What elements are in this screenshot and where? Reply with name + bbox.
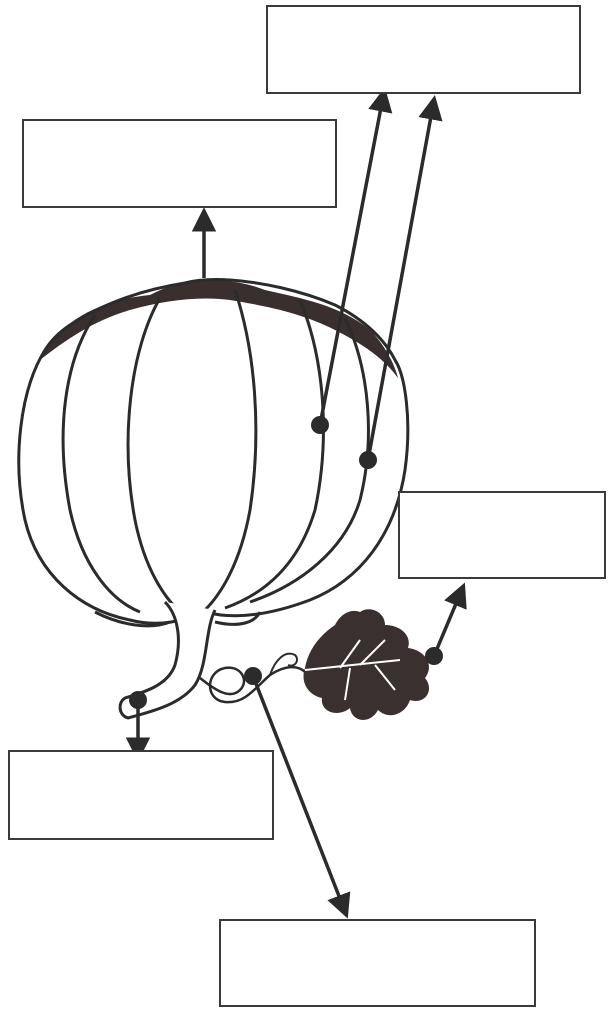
pointer-dot-rib [359, 451, 377, 469]
label-box-bottom-left[interactable] [8, 750, 274, 840]
pointer-dot-rind [311, 416, 329, 434]
pointer-top-right-b [368, 100, 434, 460]
label-box-bottom[interactable] [219, 919, 536, 1007]
pumpkin-rib-5 [250, 318, 368, 602]
pumpkin-leaf [304, 609, 430, 720]
pointer-dot-vine [244, 667, 262, 685]
label-box-top-left[interactable] [22, 119, 337, 208]
pointer-mid-right [434, 587, 463, 656]
pointer-dot-stem [129, 691, 147, 709]
pumpkin-rib-4 [225, 300, 323, 608]
pumpkin-rib-3 [205, 290, 256, 610]
pointer-dot-leaf [425, 647, 443, 665]
label-box-top-right[interactable] [266, 5, 581, 94]
label-box-mid-right[interactable] [398, 491, 606, 579]
pumpkin-rib-2 [128, 298, 180, 612]
